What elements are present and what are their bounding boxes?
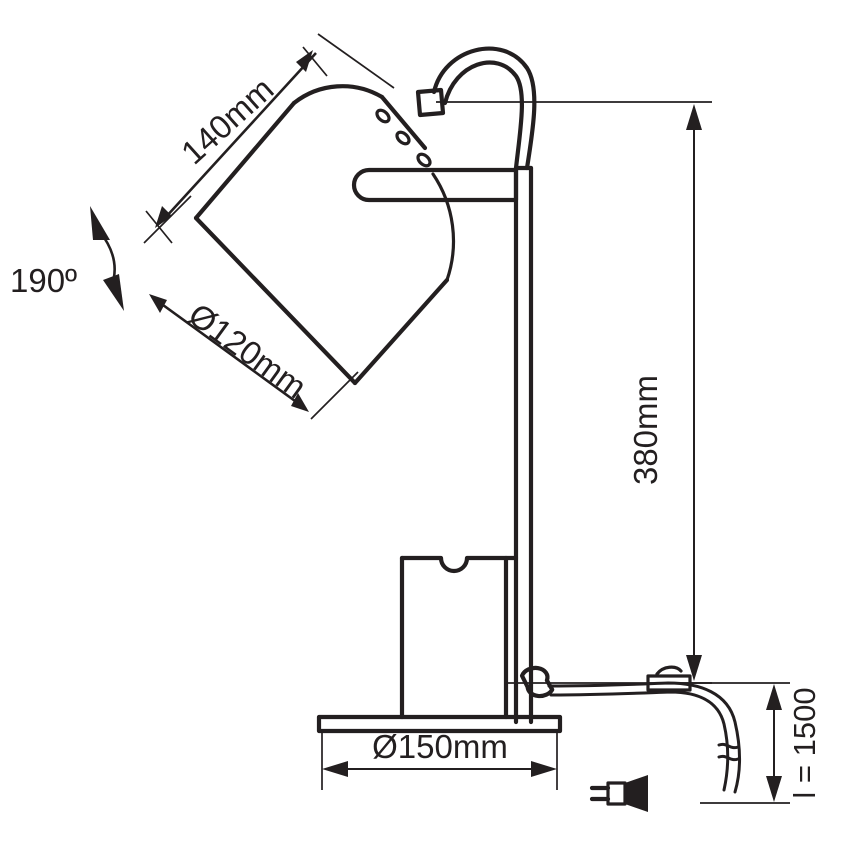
dimension-label-cord-length: l = 1500 <box>787 687 822 798</box>
dimension-label-total-height: 380mm <box>627 375 664 485</box>
lamp-shade <box>193 84 456 386</box>
holder-box <box>399 555 519 720</box>
inline-switch <box>646 665 692 692</box>
dimension-cord-length: l = 1500 <box>668 682 822 804</box>
dimension-tilt-angle: 190º <box>10 206 124 311</box>
break-symbol <box>717 742 740 762</box>
handle-bar <box>351 167 519 203</box>
base-plate <box>316 714 563 734</box>
dimension-label-tilt-angle: 190º <box>10 262 77 299</box>
dimension-label-base-diameter: Ø150mm <box>372 728 508 765</box>
vent-holes <box>375 108 432 168</box>
cord-grommet <box>519 665 555 699</box>
gooseneck <box>431 46 537 171</box>
power-plug <box>589 775 648 812</box>
dimension-base-diameter: Ø150mm <box>321 728 558 790</box>
